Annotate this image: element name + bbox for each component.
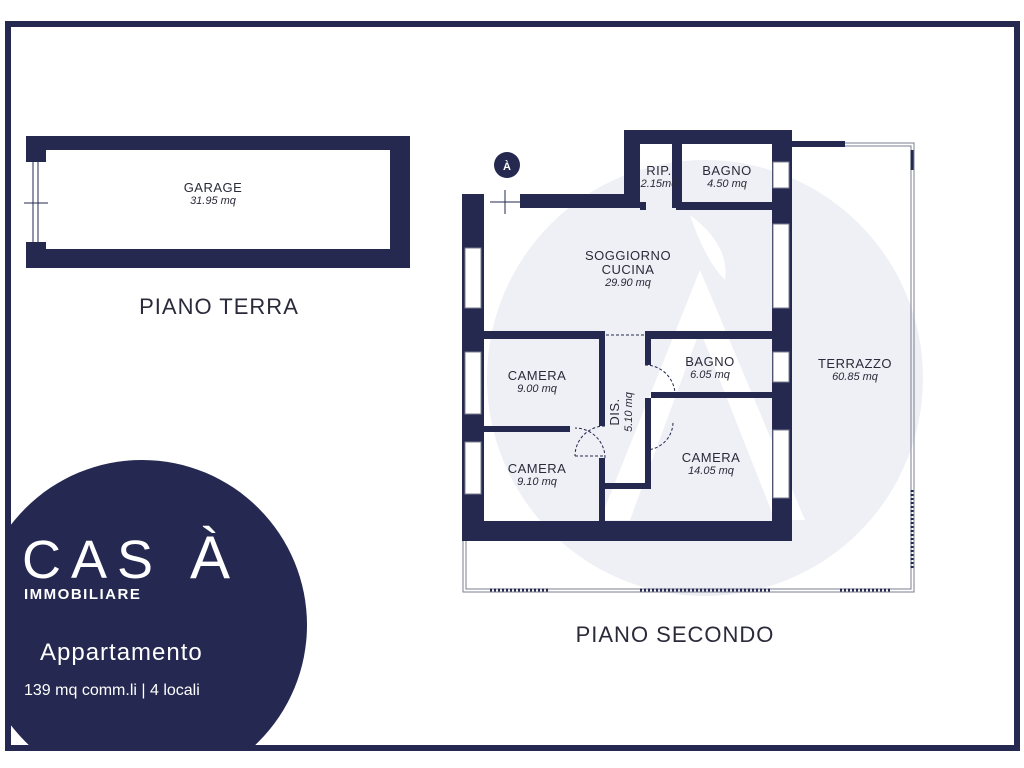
garage-plan <box>24 136 410 268</box>
terrazzo-area: 60.85 mq <box>832 371 879 383</box>
door-swings <box>574 334 676 459</box>
camera3-area: 14.05 mq <box>688 465 735 477</box>
soggiorno-label-line1: SOGGIORNO <box>585 248 671 263</box>
watermark-logo <box>487 160 923 596</box>
windows <box>464 161 790 499</box>
garage-area: 31.95 mq <box>190 195 237 207</box>
brand-badge <box>11 460 307 745</box>
terrazzo-label: TERRAZZO <box>818 356 892 371</box>
camera1-area: 9.00 mq <box>517 383 558 395</box>
rip-area: 2.15mq <box>640 178 679 190</box>
rip-label: RIP. <box>646 163 672 178</box>
brand-name: CAS <box>22 530 163 590</box>
camera2-area: 9.10 mq <box>517 476 558 488</box>
dis-label: DIS. <box>607 398 622 425</box>
listing-details: 139 mq comm.li | 4 locali <box>24 682 200 699</box>
sheet-frame <box>5 21 1020 751</box>
bagno1-area: 4.50 mq <box>707 178 748 190</box>
camera1-label: CAMERA <box>508 368 567 383</box>
floor-title-second: PIANO SECONDO <box>576 622 775 647</box>
soggiorno-label-line2: CUCINA <box>602 262 655 277</box>
bagno2-area: 6.05 mq <box>690 369 731 381</box>
terrace-outline <box>462 141 915 593</box>
entrance-marker <box>490 152 520 214</box>
listing-title: Appartamento <box>40 639 203 666</box>
garage-label: GARAGE <box>184 180 243 195</box>
soggiorno-area: 29.90 mq <box>604 277 652 289</box>
floor-title-ground: PIANO TERRA <box>139 294 299 319</box>
bagno2-label: BAGNO <box>685 354 734 369</box>
north-marker-letter: À <box>503 160 511 173</box>
bagno1-label: BAGNO <box>702 163 751 178</box>
camera3-label: CAMERA <box>682 450 741 465</box>
brand-subtitle: IMMOBILIARE <box>24 586 141 603</box>
camera2-label: CAMERA <box>508 461 567 476</box>
dis-area: 5.10 mq <box>623 391 635 432</box>
brand-name-accent: À <box>190 524 230 591</box>
